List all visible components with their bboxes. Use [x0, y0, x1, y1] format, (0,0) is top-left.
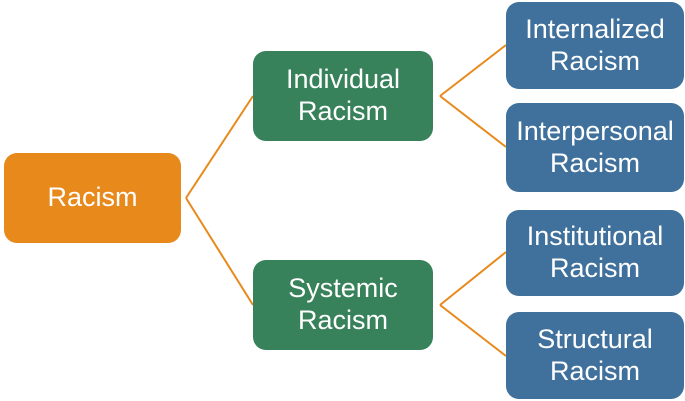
node-interpersonal-racism-label: Interpersonal Racism [516, 115, 674, 178]
node-individual-racism: Individual Racism [253, 51, 433, 141]
node-systemic-racism: Systemic Racism [253, 260, 433, 350]
node-internalized-racism-label: Internalized Racism [525, 13, 665, 76]
node-systemic-racism-label: Systemic Racism [288, 273, 398, 335]
node-racism: Racism [4, 153, 181, 243]
edge-systemic-institutional [439, 251, 507, 306]
node-institutional-racism: Institutional Racism [506, 210, 684, 296]
edge-racism-systemic [185, 197, 254, 306]
node-individual-racism-label: Individual Racism [285, 64, 401, 126]
edge-individual-internalized [439, 44, 507, 97]
node-interpersonal-racism: Interpersonal Racism [506, 103, 684, 192]
node-internalized-racism: Internalized Racism [506, 2, 684, 89]
node-institutional-racism-label: Institutional Racism [526, 221, 664, 283]
edge-individual-interpersonal [439, 95, 507, 148]
edge-systemic-structural [439, 304, 507, 357]
node-structural-racism: Structural Racism [506, 312, 684, 399]
node-structural-racism-label: Structural Racism [537, 323, 653, 386]
node-racism-label: Racism [47, 182, 138, 213]
edge-racism-individual [185, 95, 254, 199]
